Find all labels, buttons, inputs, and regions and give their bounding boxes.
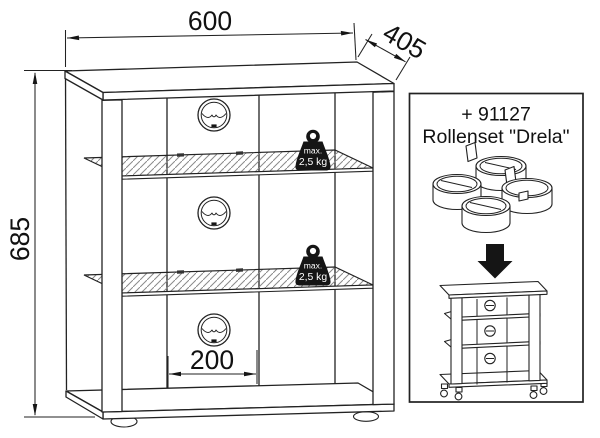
left-side-panel bbox=[101, 99, 123, 413]
cable-grommet-icon-1 bbox=[197, 98, 231, 132]
shelf-unit-with-casters-drawing bbox=[439, 280, 548, 401]
right-foot bbox=[352, 411, 380, 422]
backpanel-width-dimension: 200 bbox=[167, 345, 258, 388]
inset-article-name: Rollenset "Drela" bbox=[422, 126, 569, 148]
height-dimension: 685 bbox=[5, 69, 95, 418]
down-arrow-icon bbox=[477, 244, 513, 279]
inset-article-number: + 91127 bbox=[461, 104, 531, 126]
top-panel bbox=[64, 61, 395, 101]
weight-limit-icon-1: max. 2,5 kg bbox=[295, 129, 331, 171]
accessory-inset: + 91127 Rollenset "Drela" bbox=[408, 92, 584, 403]
width-dimension-label: 600 bbox=[188, 6, 232, 36]
depth-dimension-label: 405 bbox=[378, 17, 431, 65]
backpanel-width-dimension-label: 200 bbox=[190, 345, 234, 375]
caster-set-icon bbox=[432, 141, 553, 234]
weight-limit-icon-2: max. 2,5 kg bbox=[295, 244, 331, 286]
back-left-edge bbox=[64, 71, 68, 391]
weight-limit-value: 2,5 kg bbox=[299, 272, 328, 283]
cable-grommet-icon-3 bbox=[197, 313, 231, 347]
cable-grommet-icon-2 bbox=[197, 196, 231, 230]
weight-limit-label: max. bbox=[304, 261, 323, 271]
mini-grommets bbox=[484, 299, 496, 365]
caster-wheels bbox=[440, 381, 548, 401]
shelf-unit-drawing: max. 2,5 kg max. 2,5 kg bbox=[64, 61, 395, 428]
bottom-panel bbox=[65, 382, 395, 420]
right-side-panel bbox=[372, 90, 395, 406]
height-dimension-label: 685 bbox=[5, 217, 35, 261]
weight-limit-label: max. bbox=[304, 146, 323, 156]
back-panel-strip bbox=[166, 95, 260, 389]
weight-limit-value: 2,5 kg bbox=[299, 157, 328, 168]
width-dimension: 600 bbox=[64, 6, 357, 67]
